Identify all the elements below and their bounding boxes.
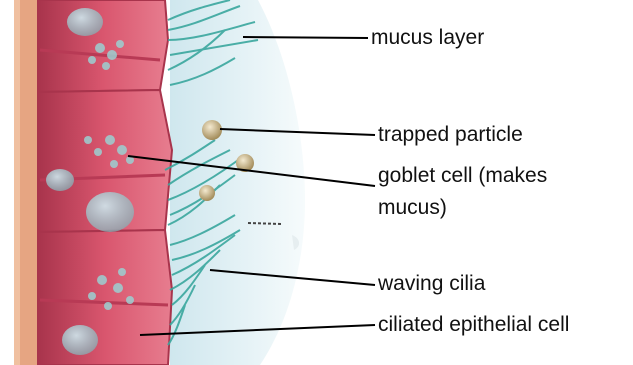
mucus-layer <box>170 0 305 365</box>
label-trapped-particle: trapped particle <box>378 123 523 147</box>
leader-mucus <box>243 37 368 38</box>
trapped-particle <box>199 185 215 201</box>
label-mucus-layer: mucus layer <box>371 26 484 50</box>
label-ciliated-epithelial-cell: ciliated epithelial cell <box>378 313 569 337</box>
label-waving-cilia: waving cilia <box>378 272 485 296</box>
epithelial-cell <box>38 230 172 365</box>
label-goblet-cell-continued: mucus) <box>378 196 447 220</box>
label-goblet-cell: goblet cell (makes <box>378 164 547 188</box>
trapped-particle <box>202 120 222 140</box>
